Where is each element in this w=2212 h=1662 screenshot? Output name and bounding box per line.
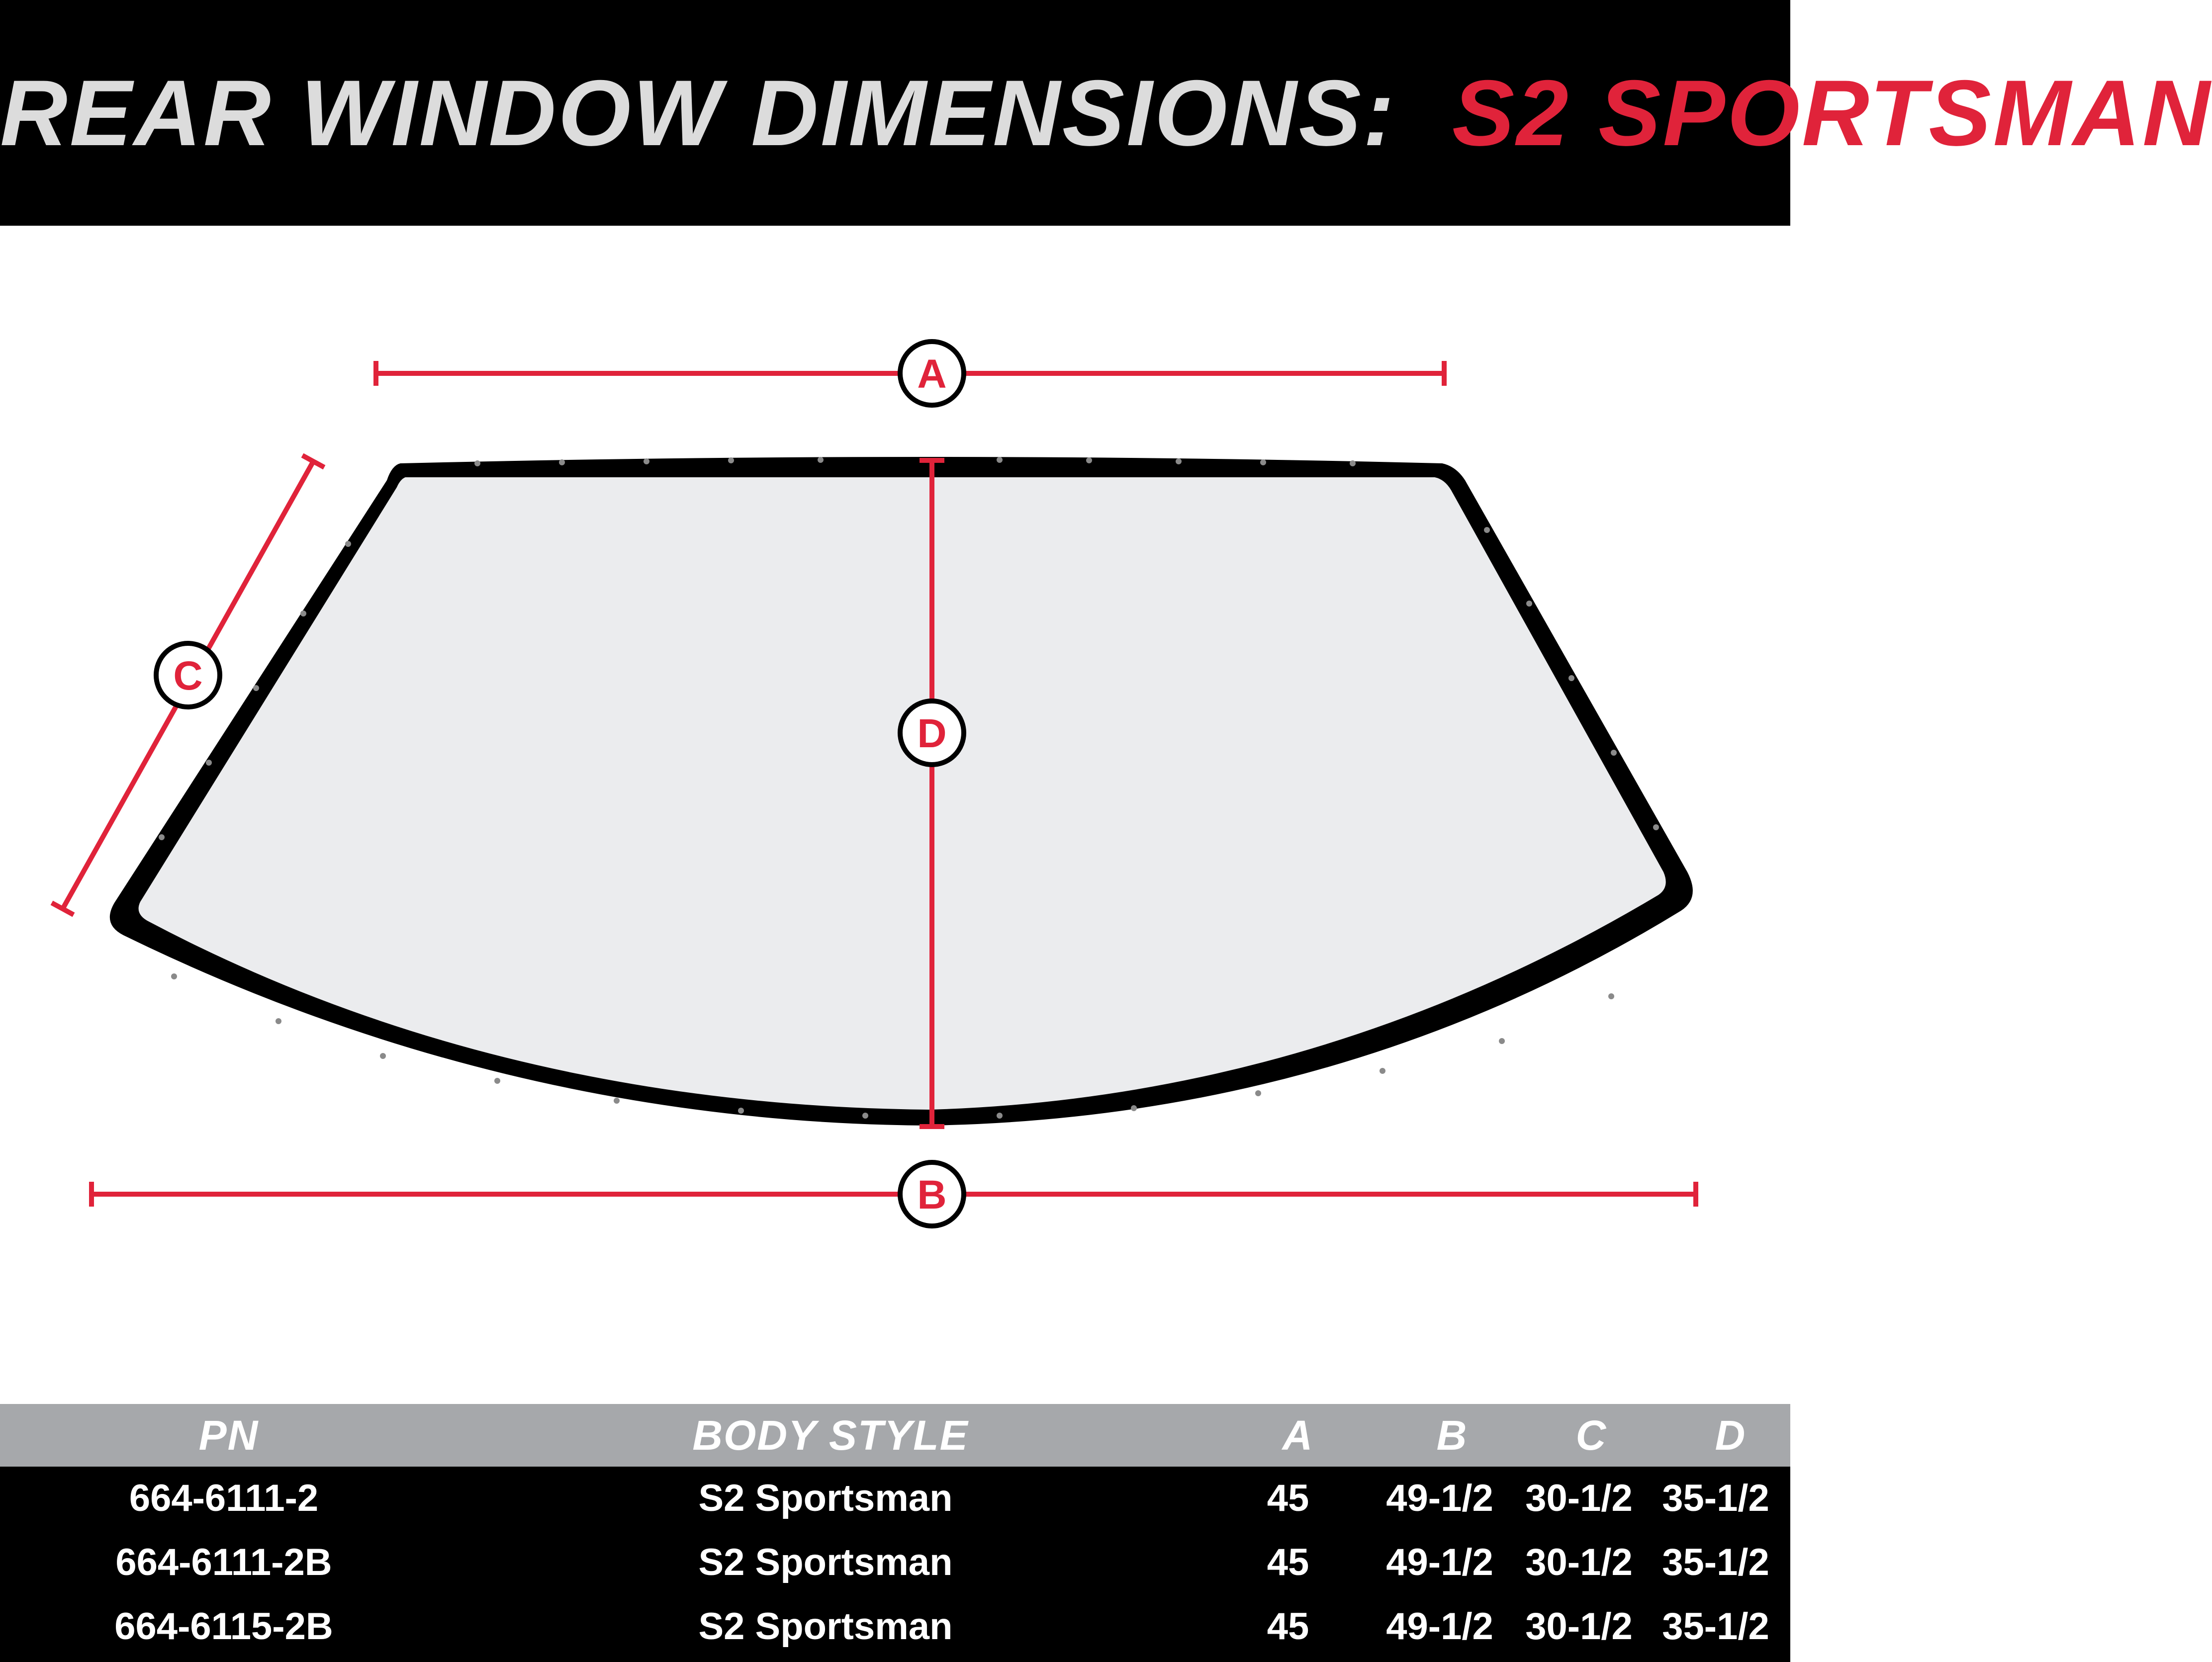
cell-d: 35-1/2	[1662, 1605, 1769, 1648]
frame-rivets	[159, 457, 1659, 1119]
table-row: 664-6111-2B S2 Sportsman 45 49-1/2 30-1/…	[0, 1531, 1790, 1594]
cell-body-style: S2 Sportsman	[698, 1477, 953, 1519]
dimension-a: A	[373, 339, 1447, 408]
header-b: B	[1436, 1412, 1468, 1459]
header-d: D	[1715, 1412, 1747, 1459]
label-c: C	[173, 653, 202, 699]
page-title: REAR WINDOW DIMENSIONS: S2 SPORTSMAN	[0, 0, 2210, 226]
cell-d: 35-1/2	[1662, 1477, 1769, 1519]
cell-b: 49-1/2	[1386, 1477, 1493, 1519]
window-diagram: A B C D	[0, 226, 1790, 1404]
cell-pn: 664-6111-2B	[115, 1541, 332, 1583]
table-header-row: PN BODY STYLE A B C D	[0, 1404, 1790, 1467]
cell-c: 30-1/2	[1525, 1605, 1633, 1648]
title-model: S2 SPORTSMAN	[1452, 61, 2212, 165]
cell-body-style: S2 Sportsman	[698, 1541, 953, 1583]
cell-a: 45	[1267, 1605, 1309, 1648]
dimension-d: D	[898, 458, 966, 1129]
dimensions-table: PN BODY STYLE A B C D 664-6111-2 S2 Spor…	[0, 1404, 1790, 1662]
window-diagram-svg: A B C D	[50, 339, 1698, 1228]
cell-c: 30-1/2	[1525, 1541, 1633, 1583]
label-b: B	[917, 1172, 946, 1218]
table-row: 664-6111-2 S2 Sportsman 45 49-1/2 30-1/2…	[0, 1467, 1790, 1530]
header-c: C	[1575, 1412, 1607, 1459]
header-body-style: BODY STYLE	[692, 1412, 969, 1459]
label-a: A	[917, 351, 946, 397]
cell-pn: 664-6111-2	[129, 1477, 319, 1519]
cell-c: 30-1/2	[1525, 1477, 1633, 1519]
cell-b: 49-1/2	[1386, 1541, 1493, 1583]
cell-b: 49-1/2	[1386, 1605, 1493, 1648]
title-main: REAR WINDOW DIMENSIONS:	[0, 61, 1396, 165]
table-row: 664-6115-2B S2 Sportsman 45 49-1/2 30-1/…	[0, 1595, 1790, 1659]
dimension-c: C	[50, 453, 326, 917]
header-pn: PN	[198, 1412, 259, 1459]
dimension-b: B	[89, 1160, 1698, 1228]
header-banner: REAR WINDOW DIMENSIONS: S2 SPORTSMAN	[0, 0, 2210, 226]
cell-a: 45	[1267, 1477, 1309, 1519]
window-glass	[138, 477, 1666, 1110]
cell-d: 35-1/2	[1662, 1541, 1769, 1583]
cell-body-style: S2 Sportsman	[698, 1605, 953, 1648]
table-body: 664-6111-2 S2 Sportsman 45 49-1/2 30-1/2…	[0, 1467, 1790, 1662]
label-d: D	[917, 711, 946, 756]
cell-pn: 664-6115-2B	[114, 1605, 333, 1648]
header-a: A	[1282, 1412, 1314, 1459]
cell-a: 45	[1267, 1541, 1309, 1583]
